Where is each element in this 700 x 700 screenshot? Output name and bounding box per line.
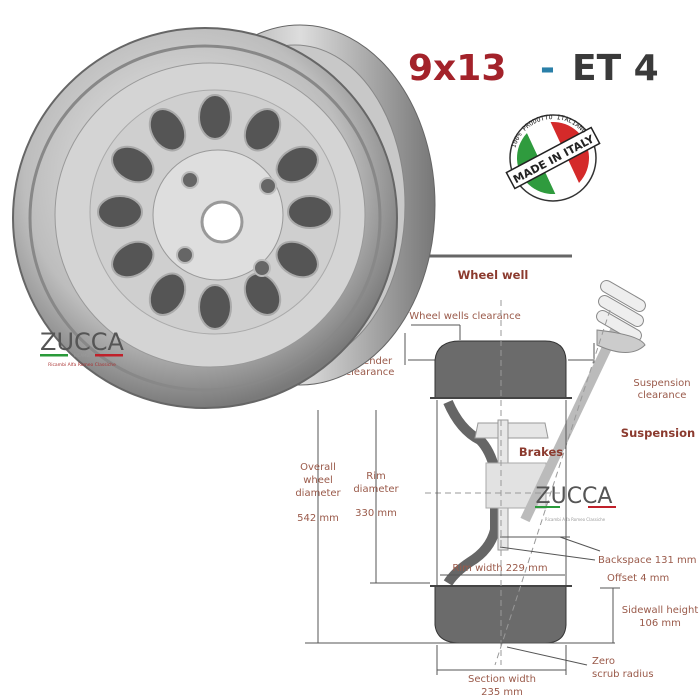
overall-diameter-label: Overall bbox=[300, 462, 336, 473]
title-separator: - bbox=[540, 48, 555, 89]
spoke-hole bbox=[148, 108, 187, 152]
offset-label: Offset 4 mm bbox=[607, 573, 669, 584]
overall-diameter-label-3: diameter bbox=[295, 488, 341, 499]
sidewall-value: 106 mm bbox=[639, 618, 681, 629]
rim-diameter-label-2: diameter bbox=[353, 484, 399, 495]
brand-logo-sub: RICAMBI bbox=[74, 353, 91, 358]
section-width-label: Section width bbox=[468, 674, 536, 685]
zero-scrub-label: Zero bbox=[592, 656, 615, 667]
spoke-hole bbox=[111, 240, 155, 279]
rim-diameter-value: 330 mm bbox=[355, 508, 397, 519]
overall-diameter-value: 542 mm bbox=[297, 513, 339, 524]
fender-clearance-label-2: clearance bbox=[346, 367, 395, 378]
made-in-italy-badge: MADE IN ITALY 100% PRODOTTO ITALIANO bbox=[505, 110, 601, 206]
spoke-hole bbox=[97, 195, 143, 229]
overall-diameter-label-2: wheel bbox=[303, 475, 333, 486]
suspension-strut bbox=[520, 317, 625, 523]
spoke-hole bbox=[287, 195, 333, 229]
brakes-label: Brakes bbox=[519, 445, 563, 459]
brand-logo-tagline: Ricambi Alfa Romeo Classiche bbox=[48, 362, 116, 368]
spoke-hole bbox=[275, 240, 319, 279]
wheel-well-label: Wheel well bbox=[458, 268, 529, 282]
spoke-hole bbox=[243, 108, 282, 152]
tire-top bbox=[434, 340, 567, 399]
brand-watermark-tagline: Ricambi Alfa Romeo Classiche bbox=[545, 517, 606, 522]
fender-clearance-label: Fender bbox=[358, 356, 393, 367]
sidewall-label: Sidewall height bbox=[622, 605, 699, 616]
suspension-clearance-label-2: clearance bbox=[638, 390, 687, 401]
page-title: 9x13 - ET 4 bbox=[408, 48, 659, 89]
brand-watermark: ZUCCA bbox=[536, 484, 613, 509]
suspension-clearance-label: Suspension bbox=[633, 378, 690, 389]
spoke-hole bbox=[198, 284, 232, 330]
brand-logo: ZUCCA RICAMBI Ricambi Alfa Romeo Classic… bbox=[40, 328, 125, 368]
wheel-image: ZUCCA RICAMBI Ricambi Alfa Romeo Classic… bbox=[12, 24, 436, 409]
spoke-hole bbox=[243, 272, 282, 316]
rim-diameter-label: Rim bbox=[366, 471, 385, 482]
section-width-value: 235 mm bbox=[481, 687, 523, 698]
spoke-hole bbox=[148, 272, 187, 316]
title-size: 9x13 bbox=[408, 48, 506, 89]
backspace-label: Backspace 131 mm bbox=[598, 555, 697, 566]
title-et: ET 4 bbox=[572, 48, 659, 89]
brand-logo-text: ZUCCA bbox=[40, 328, 125, 356]
spoke-hole bbox=[111, 145, 155, 184]
rim-width-label: Rim width 229 mm bbox=[452, 563, 547, 574]
spoke-hole bbox=[275, 145, 319, 184]
wheel-wells-clearance-label: Wheel wells clearance bbox=[409, 311, 521, 322]
spoke-hole bbox=[198, 94, 232, 140]
zero-scrub-label-2: scrub radius bbox=[592, 669, 654, 680]
suspension-label: Suspension bbox=[621, 426, 695, 440]
fitment-diagram: Wheel well Wheel wells clearance Fender … bbox=[295, 254, 699, 698]
